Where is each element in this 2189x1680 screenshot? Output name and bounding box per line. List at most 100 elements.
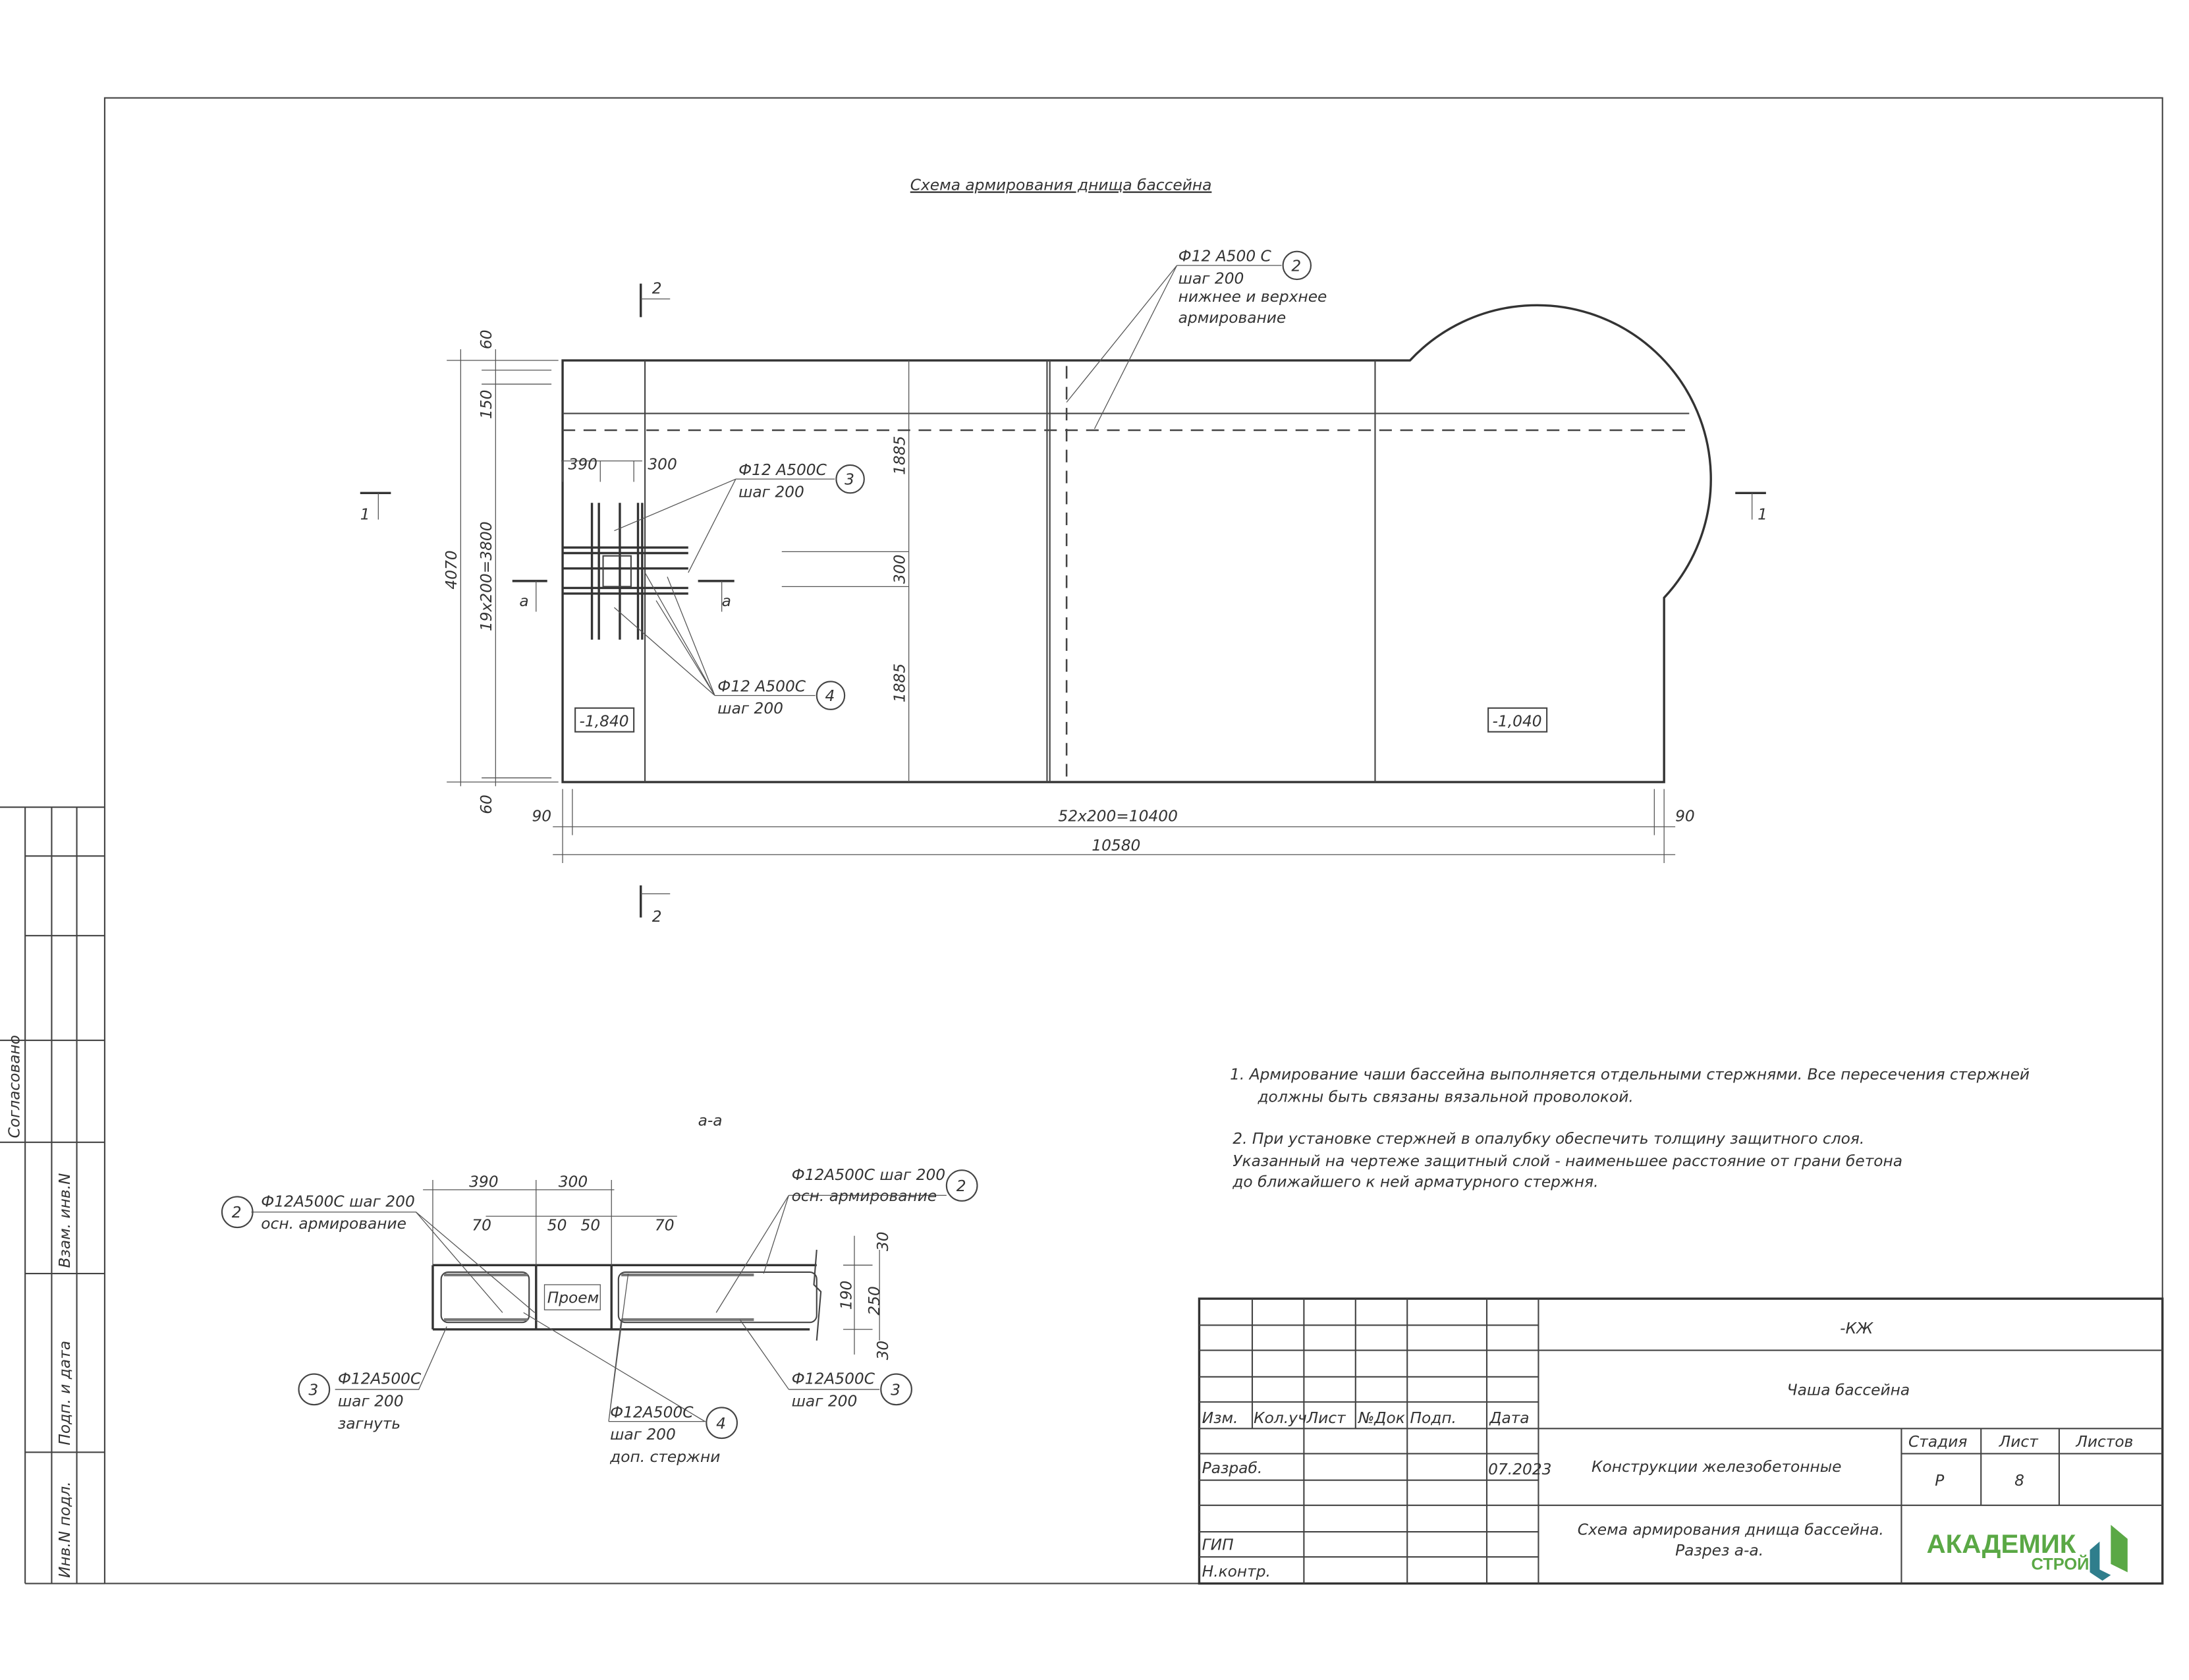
sec-dim-30a: 30 [874, 1231, 892, 1251]
left3-line2: шаг 200 [338, 1392, 404, 1410]
note-line: Указанный на чертеже защитный слой - наи… [1233, 1152, 1902, 1170]
level-right: -1,040 [1492, 712, 1541, 730]
callout-4-line1: Ф12 А500С [717, 677, 806, 695]
left3-line3: загнуть [338, 1414, 401, 1432]
dim-1885-bot: 1885 [891, 663, 908, 702]
tb-section-name: Конструкции железобетонные [1592, 1458, 1842, 1476]
hdr-kol: Кол.уч [1254, 1409, 1307, 1427]
sec-dim-300: 300 [559, 1173, 588, 1191]
agreed-label: Согласовано [6, 1035, 24, 1138]
sec-dim-190: 190 [838, 1281, 856, 1310]
plan-title: Схема армирования днища бассейна [910, 176, 1212, 194]
logo-main: АКАДЕМИК [1927, 1529, 2076, 1559]
callout-2-line2: шаг 200 [1178, 269, 1244, 287]
title-block: -КЖ Чаша бассейна Конструкции железобето… [1198, 1297, 2164, 1585]
left2-line2: осн. армирование [261, 1215, 406, 1233]
callout-2-line3: нижнее и верхнее [1178, 288, 1327, 306]
sec-dim-50b: 50 [581, 1216, 601, 1234]
left2-num: 2 [232, 1204, 242, 1221]
role-nkontr: Н.контр. [1202, 1563, 1271, 1581]
c4-line1: Ф12А500С [610, 1403, 694, 1421]
dim-1885-top: 1885 [891, 436, 908, 475]
side-stamp: Согласовано Взам. инв.N Подп. и дата Инв… [0, 806, 105, 1584]
tb-sheet-title-1: Схема армирования днища бассейна. [1578, 1521, 1884, 1538]
hdr-izm: Изм. [1202, 1409, 1238, 1427]
sec-dim-70b: 70 [655, 1216, 675, 1234]
sheets-label: Листов [2075, 1433, 2133, 1451]
section-view: а-а Проем 390 300 70 50 50 70 30 190 250… [221, 1111, 978, 1466]
c4-num: 4 [716, 1414, 726, 1432]
inv-replace-label: Взам. инв.N [56, 1173, 74, 1268]
dim-4070: 4070 [443, 550, 460, 589]
tb-sheet-title-2: Разрез а-а. [1675, 1542, 1763, 1559]
slab-outline [561, 304, 1712, 783]
callout-3-line2: шаг 200 [738, 484, 804, 501]
note-line: должны быть связаны вязальной проволокой… [1257, 1088, 1633, 1106]
tb-code: -КЖ [1840, 1320, 1873, 1337]
right3-line1: Ф12А500С [792, 1370, 875, 1387]
section-mark-1-right: 1 [1758, 506, 1767, 524]
dim-10580: 10580 [1092, 837, 1140, 854]
stage-value: Р [1935, 1472, 1944, 1490]
sec-dim-30b: 30 [874, 1341, 892, 1360]
right2-line1: Ф12А500С шаг 200 [792, 1166, 945, 1184]
c4-line2: шаг 200 [610, 1426, 676, 1443]
sec-dim-70a: 70 [472, 1216, 491, 1234]
right2-num: 2 [956, 1177, 966, 1195]
hdr-podp: Подп. [1410, 1409, 1456, 1427]
notes: 1. Армирование чаши бассейна выполняется… [1230, 1065, 2030, 1190]
dim-60-bot: 60 [478, 795, 495, 814]
role-razrab: Разраб. [1202, 1459, 1263, 1477]
section-mark-2-top: 2 [652, 279, 662, 297]
dim-300: 300 [648, 455, 677, 473]
section-mark-2-bottom: 2 [652, 908, 662, 926]
hdr-ndoc: №Док [1357, 1409, 1405, 1427]
right3-num: 3 [891, 1381, 901, 1399]
role-gip: ГИП [1202, 1536, 1234, 1554]
callout-3-num: 3 [845, 471, 854, 489]
left3-num: 3 [308, 1381, 318, 1399]
section-title: а-а [698, 1111, 723, 1129]
left3-line1: Ф12А500С [338, 1370, 422, 1387]
c4-line3: доп. стержни [609, 1448, 720, 1466]
dim-10400: 52x200=10400 [1058, 807, 1178, 825]
dim-390: 390 [568, 455, 597, 473]
plan-view: Схема армирования днища бассейна 60 150 … [360, 176, 1767, 925]
dim-90-left: 90 [532, 807, 551, 825]
razrab-date: 07.2023 [1488, 1461, 1551, 1478]
note-line: 1. Армирование чаши бассейна выполняется… [1230, 1065, 2030, 1083]
left2-line1: Ф12А500С шаг 200 [261, 1192, 414, 1210]
dim-3800: 19x200=3800 [478, 521, 495, 631]
section-mark-a-right: а [722, 592, 731, 610]
opening-label: Проем [547, 1289, 599, 1307]
dim-300-v: 300 [891, 555, 908, 584]
callout-4-num: 4 [825, 687, 835, 705]
hdr-list: Лист [1306, 1409, 1346, 1427]
sheet-label: Лист [1999, 1433, 2039, 1451]
sec-dim-250: 250 [866, 1286, 883, 1315]
sheet-value: 8 [2014, 1472, 2024, 1490]
logo-sub: СТРОЙ [2032, 1554, 2090, 1573]
top-rebar-dashed [563, 366, 1690, 783]
inv-orig-label: Инв.N подл. [56, 1482, 74, 1579]
section-mark-a-left: а [519, 592, 528, 610]
callout-2-num: 2 [1291, 257, 1301, 275]
note-line: до ближайшего к ней арматурного стержня. [1232, 1173, 1598, 1191]
dim-150: 150 [478, 390, 495, 419]
callout-3-line1: Ф12 А500С [738, 461, 827, 479]
company-logo: АКАДЕМИК СТРОЙ [1927, 1525, 2128, 1581]
right2-line2: осн. армирование [792, 1187, 937, 1205]
hdr-date: Дата [1489, 1409, 1529, 1427]
callout-4-line2: шаг 200 [717, 700, 783, 717]
level-left: -1,840 [579, 712, 628, 730]
tb-object: Чаша бассейна [1787, 1381, 1910, 1399]
dim-60-top: 60 [478, 329, 495, 349]
dim-90-right: 90 [1675, 807, 1695, 825]
right3-line2: шаг 200 [792, 1392, 858, 1410]
sheet-frame [103, 97, 2163, 1584]
callout-2-line1: Ф12 А500 С [1178, 248, 1272, 266]
sign-date-label: Подп. и дата [56, 1341, 74, 1445]
note-line: 2. При установке стержней в опалубку обе… [1233, 1130, 1864, 1148]
stage-label: Стадия [1908, 1433, 1967, 1451]
